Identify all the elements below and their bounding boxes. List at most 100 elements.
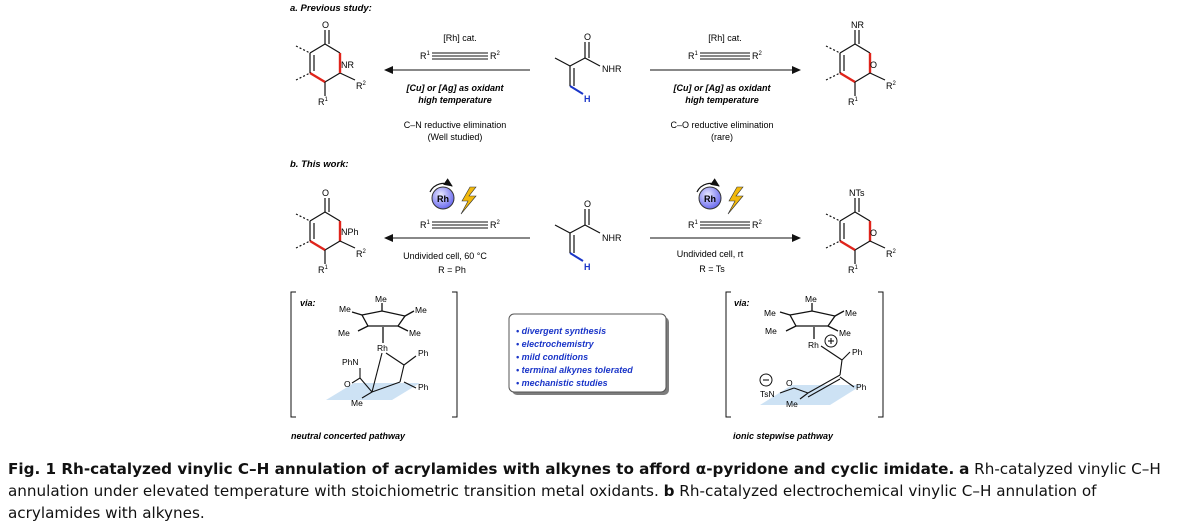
r1-pyridone-a: R1 [318,97,329,107]
feature-item: • mechanistic studies [516,378,608,388]
caption-b-tag: b [663,482,675,500]
features-box [508,313,669,395]
metallacycle-left [351,352,417,399]
r1-imidate-b: R1 [848,265,859,275]
via-label-left: via: [300,298,316,308]
tsn-label: TsN [760,389,775,399]
r2-pyridone-b: R2 [356,249,367,259]
alkyne-b-left: R1 R2 [420,220,501,230]
acrylamide-a [554,42,601,95]
nr-label-pyridone-a: NR [341,60,354,70]
svg-text:R1: R1 [420,51,431,61]
figure-caption: Fig. 1 Rh-catalyzed vinylic C–H annulati… [8,458,1178,524]
pathway-left: neutral concerted pathway [291,431,406,441]
note-a-right: (rare) [711,132,733,142]
vinyl-h-a: H [584,94,591,104]
pyridone-product-b [295,198,356,264]
catalyst-a-right: [Rh] cat. [708,33,742,43]
via-label-right: via: [734,298,750,308]
positive-charge-icon [824,334,838,348]
caption-title: Fig. 1 Rh-catalyzed vinylic C–H annulati… [8,460,955,478]
cp-star-left [351,303,415,343]
ph-lower-left: Ph [418,382,429,392]
phn-label: PhN [342,357,359,367]
caption-b-text: Rh-catalyzed electrochemical vinylic C–H… [8,482,1097,522]
ring-o-imidate-b: O [870,228,877,238]
r1-imidate-a: R1 [848,97,859,107]
imidate-product-a [825,30,886,96]
rh-center-right: Rh [808,340,819,350]
svg-text:R2: R2 [752,220,763,230]
note-a-left: (Well studied) [428,132,483,142]
svg-text:Rh: Rh [704,194,716,204]
ph-upper-right: Ph [852,347,863,357]
alkyne-a-right: R1 R2 [688,51,763,61]
me-left2-left: Me [338,328,350,338]
catalyst-a-left: [Rh] cat. [443,33,477,43]
svg-text:R2: R2 [490,220,501,230]
nph-label-pyridone-b: NPh [341,227,359,237]
pyridone-product-a [295,30,356,96]
ph-lower-right: Ph [856,382,867,392]
nhr-label-a: NHR [602,64,622,74]
feature-item: • electrochemistry [516,339,595,349]
section-b-label: b. This work: [290,159,349,170]
caption-a-text: Rh-catalyzed vinylic C–H annulation unde… [8,460,1161,500]
r2-imidate-b: R2 [886,249,897,259]
me-left2-right: Me [765,326,777,336]
ring-o-imidate-a: O [870,60,877,70]
pathway-right: ionic stepwise pathway [733,431,834,441]
feature-item: • terminal alkynes tolerated [516,365,633,375]
me-bottom-right: Me [786,399,798,409]
ph-upper-left: Ph [418,348,429,358]
oxidant-a-left: [Cu] or [Ag] as oxidant [406,83,505,93]
svg-text:R1: R1 [688,220,699,230]
me-right1-right: Me [845,308,857,318]
bolt-icon [727,186,744,215]
carbonyl-o-right: O [786,378,793,388]
r2-imidate-a: R2 [886,81,897,91]
cp-star-right [779,303,845,339]
imidate-product-b [825,198,886,264]
carbonyl-o-pyridone-b: O [322,188,329,198]
carbonyl-o-left: O [344,379,351,389]
me-left1-left: Me [339,304,351,314]
me-top-left: Me [375,294,387,304]
right-via-brackets [725,291,884,418]
carbonyl-o-b: O [584,199,591,209]
bolt-icon [460,186,477,215]
vinyl-h-b: H [584,262,591,272]
me-right2-left: Me [409,328,421,338]
svg-text:R2: R2 [490,51,501,61]
me-right1-left: Me [415,305,427,315]
rh-electro-badge-right: Rh [696,178,744,215]
svg-text:R2: R2 [752,51,763,61]
conditions-b-left: Undivided cell, 60 °C [403,251,487,261]
me-left1-right: Me [764,308,776,318]
acrylamide-b [554,209,601,262]
caption-a-tag: a [959,460,970,478]
conditions-b-right: Undivided cell, rt [677,249,744,259]
oxidant-a-right: [Cu] or [Ag] as oxidant [673,83,772,93]
negative-charge-icon [759,373,773,387]
feature-item: • mild conditions [516,352,588,362]
temperature-a-left: high temperature [418,95,492,105]
elimination-a-right: C–O reductive elimination [670,120,773,130]
nts-label-imidate-b: NTs [849,188,865,198]
alkyne-b-right: R1 R2 [688,220,763,230]
reaction-scheme: a. Previous study: O NHR H [Rh] cat. R1 … [290,3,897,441]
me-right2-right: Me [839,328,851,338]
svg-text:R1: R1 [420,220,431,230]
rh-center-left: Rh [377,343,388,353]
feature-item: • divergent synthesis [516,326,606,336]
me-bottom-left: Me [351,398,363,408]
svg-text:R1: R1 [688,51,699,61]
elimination-a-left: C–N reductive elimination [404,120,507,130]
temperature-a-right: high temperature [685,95,759,105]
svg-text:Rh: Rh [437,194,449,204]
rh-electro-badge-left: Rh [429,178,477,215]
nhr-label-b: NHR [602,233,622,243]
r2-pyridone-a: R2 [356,81,367,91]
rgroup-b-right: R = Ts [699,264,725,274]
metallacycle-right [779,345,855,400]
